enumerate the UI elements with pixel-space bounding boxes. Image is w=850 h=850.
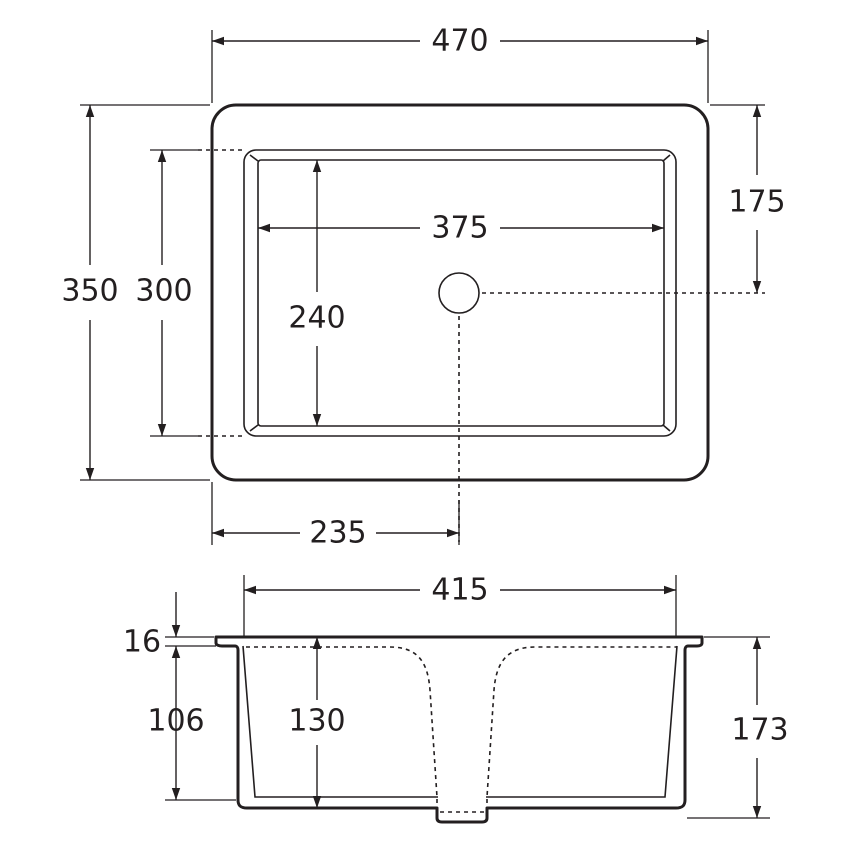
dimension-bowl-depth-below-rim: 106	[147, 704, 204, 739]
dimension-overall-depth: 350	[61, 274, 118, 309]
dimension-waste-offset-front: 175	[728, 185, 785, 220]
section-view: 415 16 106 130 173	[123, 573, 789, 824]
section-outer-profile	[214, 635, 704, 824]
section-inner-profile	[242, 645, 678, 798]
waste-outlet	[438, 272, 480, 314]
dimension-overall-width: 470	[431, 24, 488, 59]
plan-view: 470 375 350 300 240 175 235	[61, 24, 785, 551]
dimension-rim-thickness: 16	[123, 625, 161, 660]
dimension-bowl-inner-depth: 240	[288, 301, 345, 336]
bowl-inner-outline	[257, 159, 665, 427]
dimension-section-bowl-width: 415	[431, 573, 488, 608]
dimension-waste-offset-side: 235	[309, 516, 366, 551]
dimension-internal-depth: 130	[288, 704, 345, 739]
sink-outer-outline	[210, 103, 710, 482]
dimension-bowl-depth: 300	[135, 274, 192, 309]
dimension-bowl-width: 375	[431, 211, 488, 246]
dimension-overall-height: 173	[731, 713, 788, 748]
